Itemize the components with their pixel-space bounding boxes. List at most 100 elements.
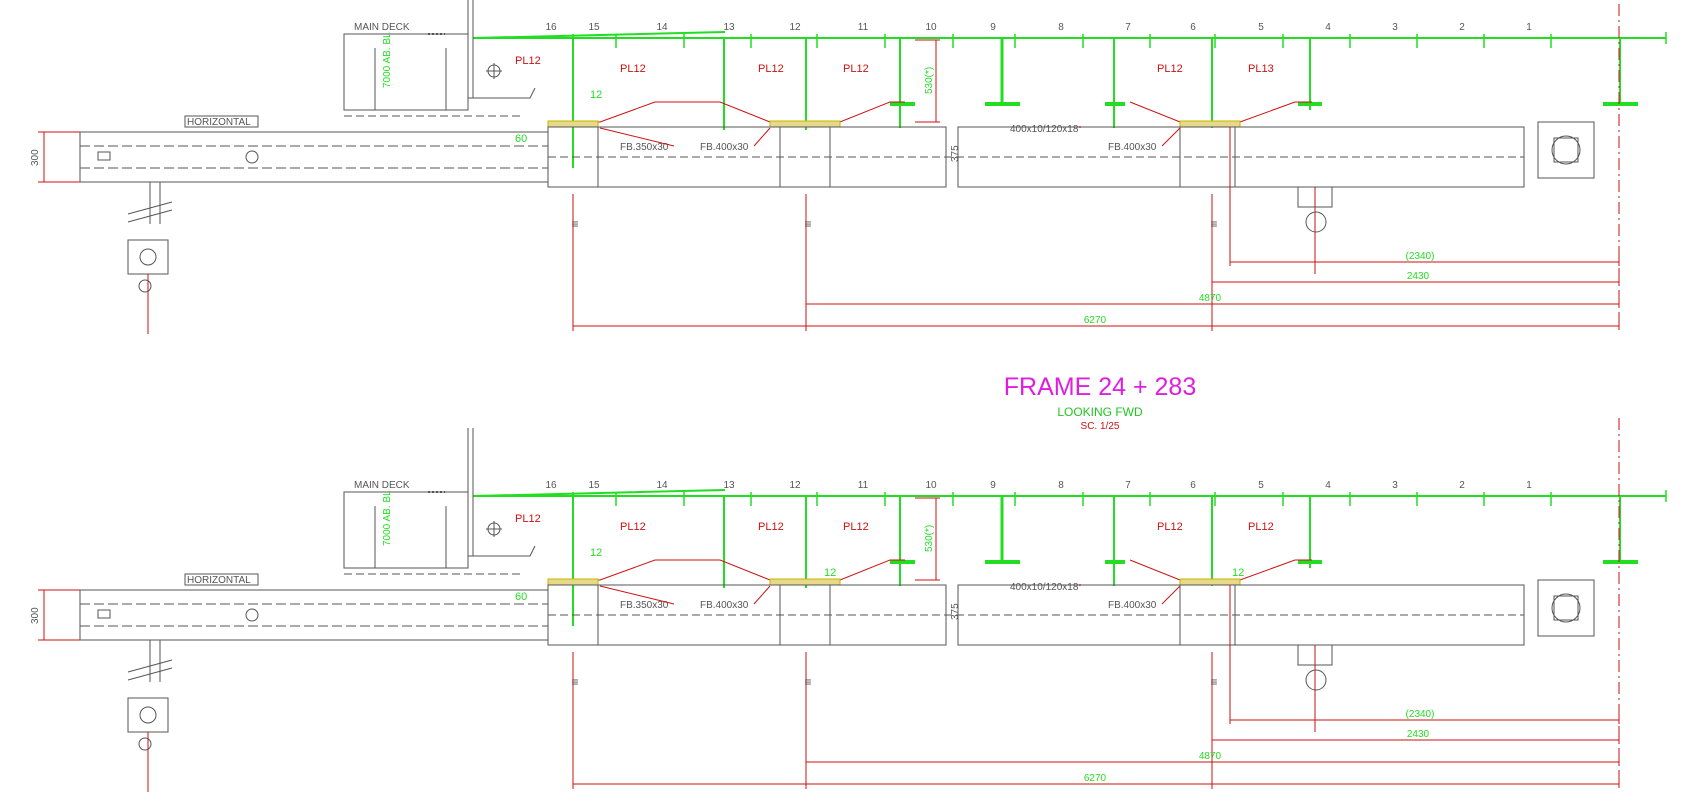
beam-clip — [97, 609, 111, 619]
plate-label: PL12 — [843, 63, 869, 75]
dimension-label: 6270 — [1084, 773, 1107, 784]
hatched-face-plate — [547, 578, 599, 586]
horizontal-label-box — [184, 573, 259, 586]
frame-number: 8 — [1058, 480, 1064, 491]
beam-pin-icon — [245, 608, 259, 622]
frame-view-direction: LOOKING FWD — [1057, 405, 1143, 419]
frame-number: 5 — [1258, 480, 1264, 491]
frame-number: 1 — [1526, 22, 1532, 33]
thickness-label: 60 — [515, 133, 527, 145]
equipment-housing — [1537, 579, 1595, 637]
horizontal-label-box — [184, 115, 259, 128]
bulkhead-return — [468, 87, 536, 99]
frame-number: 9 — [990, 22, 996, 33]
bulkhead-return — [468, 545, 536, 557]
hatched-face-plate — [1179, 578, 1241, 586]
flat-bar-leader — [753, 585, 771, 605]
flat-bar-label: FB.350x30 — [620, 142, 669, 153]
tank-top-knuckle-line — [1129, 101, 1312, 123]
dimension-label: 2430 — [1407, 271, 1430, 282]
frame-number: 16 — [545, 22, 557, 33]
flat-bar-label: 400x10/120x18 — [1010, 124, 1079, 135]
plate-label: PL12 — [758, 521, 784, 533]
hanger-fitting — [127, 239, 169, 275]
equipment-core — [1553, 595, 1579, 621]
frame-number: 12 — [789, 480, 801, 491]
dimension-label: (2340) — [1406, 709, 1435, 720]
horizontal-beam-outline — [79, 131, 549, 183]
frame-number: 15 — [588, 22, 600, 33]
bl-label: 7000 AB. BL — [382, 490, 393, 546]
hanger-fitting — [127, 697, 169, 733]
plate-label: PL12 — [620, 521, 646, 533]
hanger-eye — [138, 737, 152, 751]
frame-number: 4 — [1325, 22, 1331, 33]
hatched-face-plate — [547, 120, 599, 128]
hatched-face-plate — [1179, 120, 1241, 128]
horizontal-beam-outline — [79, 589, 549, 641]
horizontal-label: HORIZONTAL — [187, 575, 251, 586]
frame-number: 6 — [1190, 480, 1196, 491]
main-deck-label: MAIN DECK — [354, 480, 410, 491]
frame-number: 7 — [1125, 480, 1131, 491]
frame-number: 10 — [925, 22, 937, 33]
web-height-label: 530(*) — [924, 67, 935, 94]
hanger-brace — [127, 209, 173, 223]
thickness-label: 60 — [515, 591, 527, 603]
plate-label: PL12 — [1248, 521, 1274, 533]
flat-bar-leader — [599, 127, 675, 147]
deck-camber-line — [472, 489, 726, 497]
flat-bar-label: FB.400x30 — [1108, 142, 1157, 153]
plate-label: PL12 — [515, 55, 541, 67]
main-deck-structure — [343, 491, 469, 569]
hatched-face-plate — [769, 120, 841, 128]
plate-label: PL12 — [620, 63, 646, 75]
flat-bar-leader — [1161, 127, 1181, 147]
thickness-label: 12 — [824, 567, 836, 579]
foundation-symbol: ≡ — [1210, 675, 1217, 689]
depth-label: 375 — [950, 603, 961, 620]
frame-number: 6 — [1190, 22, 1196, 33]
width-label: 300 — [30, 149, 41, 166]
hanger-eye — [1305, 669, 1327, 691]
foundation-symbol: ≡ — [571, 675, 578, 689]
dimension-label: (2340) — [1406, 251, 1435, 262]
thickness-label: 12 — [1232, 567, 1244, 579]
thickness-label: 12 — [590, 89, 602, 101]
frame-title: FRAME 24 + 283 — [1003, 373, 1197, 401]
foundation-symbol: ≡ — [804, 675, 811, 689]
dimension-label: 6270 — [1084, 315, 1107, 326]
foundation-symbol: ≡ — [1210, 217, 1217, 231]
frame-number: 5 — [1258, 22, 1264, 33]
dimension-label: 4870 — [1199, 751, 1222, 762]
hanger-brace — [127, 201, 173, 215]
frame-number: 15 — [588, 480, 600, 491]
depth-label: 375 — [950, 145, 961, 162]
foundation-symbol: ≡ — [571, 217, 578, 231]
hanger-eye — [138, 279, 152, 293]
equipment-flange — [1551, 135, 1581, 165]
hanger-fitting-bolt — [139, 248, 157, 266]
tank-top-knuckle-line — [548, 559, 905, 581]
beam-clip — [97, 151, 111, 161]
flat-bar-leader — [599, 585, 675, 605]
deck-camber-line — [472, 31, 726, 39]
frame-title-block: FRAME 24 + 283 LOOKING FWD SC. 1/25 — [900, 372, 1300, 433]
width-label: 300 — [30, 607, 41, 624]
web-height-label: 530(*) — [924, 525, 935, 552]
frame-number: 3 — [1392, 480, 1398, 491]
frame-number: 8 — [1058, 22, 1064, 33]
frame-number: 2 — [1459, 22, 1465, 33]
plate-label: PL12 — [1157, 63, 1183, 75]
bl-label: 7000 AB. BL — [382, 32, 393, 88]
thickness-label: 12 — [590, 547, 602, 559]
frame-scale: SC. 1/25 — [1080, 421, 1120, 432]
frame-number: 13 — [723, 480, 735, 491]
frame-number: 2 — [1459, 480, 1465, 491]
frame-number: 10 — [925, 480, 937, 491]
frame-number: 12 — [789, 22, 801, 33]
hatched-face-plate — [769, 578, 841, 586]
